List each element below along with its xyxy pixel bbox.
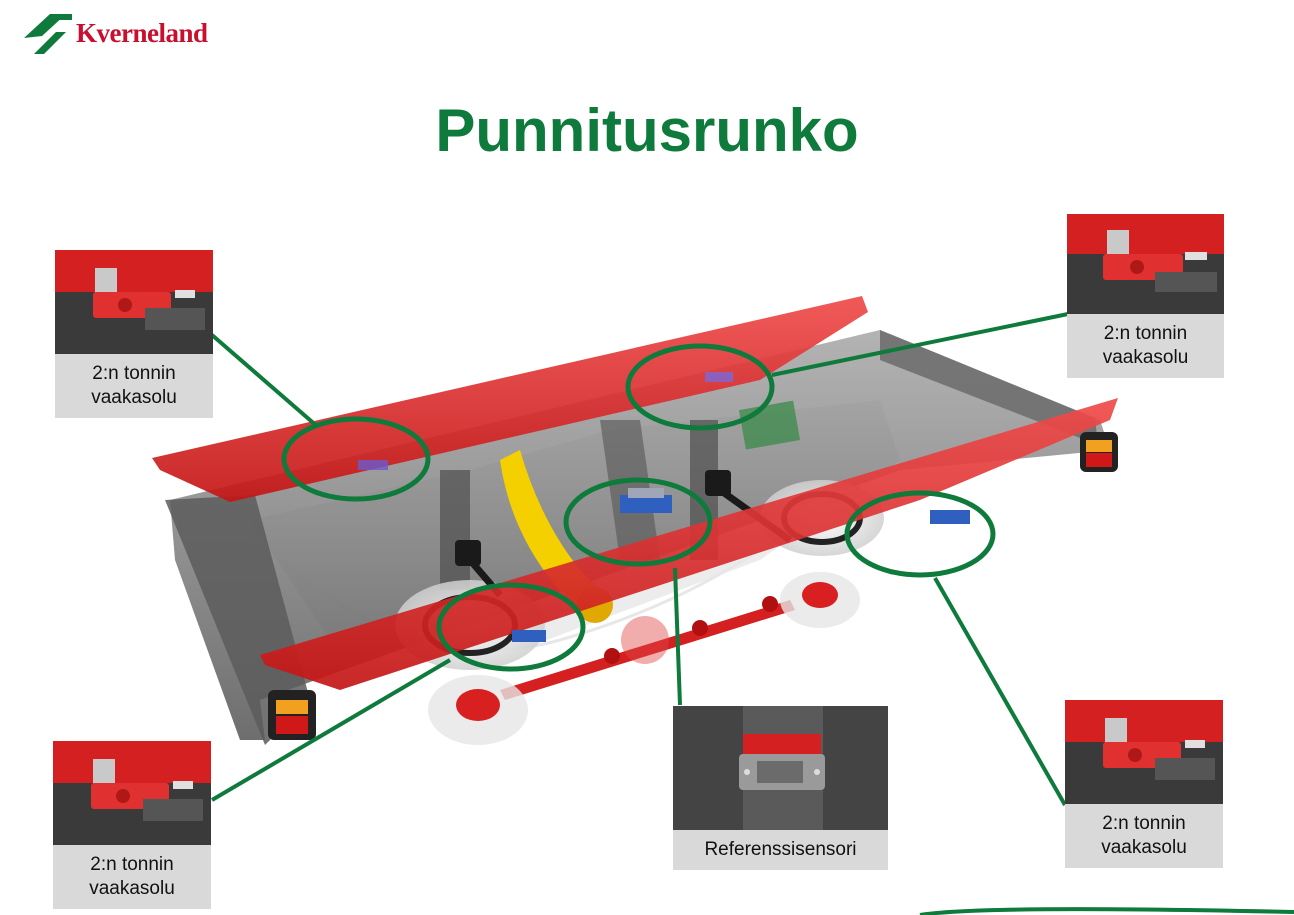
highlight-circle-front-right-cell bbox=[844, 490, 996, 578]
brand-logo: Kverneland bbox=[20, 8, 208, 58]
callout-center: Referenssisensori bbox=[673, 706, 888, 870]
callout-top-left: 2:n tonnin vaakasolu bbox=[55, 250, 213, 418]
callout-label: 2:n tonnin vaakasolu bbox=[53, 845, 211, 909]
callout-top-right: 2:n tonnin vaakasolu bbox=[1067, 214, 1224, 378]
highlight-circle-front-left-cell bbox=[436, 582, 586, 672]
reference-sensor-photo bbox=[673, 706, 888, 830]
load-cell-photo bbox=[1067, 214, 1224, 314]
highlight-circle-reference bbox=[563, 477, 713, 567]
callout-label: Referenssisensori bbox=[673, 830, 888, 870]
decorative-arc bbox=[919, 907, 1294, 915]
callout-label: 2:n tonnin vaakasolu bbox=[1067, 314, 1224, 378]
page-title: Punnitusrunko bbox=[435, 97, 859, 164]
highlight-circle-left-cell bbox=[281, 416, 431, 502]
callout-label: 2:n tonnin vaakasolu bbox=[1065, 804, 1223, 868]
callout-label: 2:n tonnin vaakasolu bbox=[55, 354, 213, 418]
kverneland-logo-icon bbox=[24, 14, 72, 54]
front-red-beam bbox=[260, 398, 1118, 690]
load-cell-photo bbox=[55, 250, 213, 354]
highlight-circle-rear-cell bbox=[625, 343, 775, 431]
gear-shaft bbox=[500, 596, 795, 700]
connector-lines bbox=[210, 312, 1069, 806]
callout-bottom-right: 2:n tonnin vaakasolu bbox=[1065, 700, 1223, 868]
load-cell-photo bbox=[1065, 700, 1223, 804]
highlight-circles bbox=[281, 343, 996, 672]
brand-name: Kverneland bbox=[76, 17, 208, 48]
load-cell-photo bbox=[53, 741, 211, 845]
callout-bottom-left: 2:n tonnin vaakasolu bbox=[53, 741, 211, 909]
tail-lights bbox=[268, 432, 1118, 740]
load-cells bbox=[358, 372, 970, 642]
